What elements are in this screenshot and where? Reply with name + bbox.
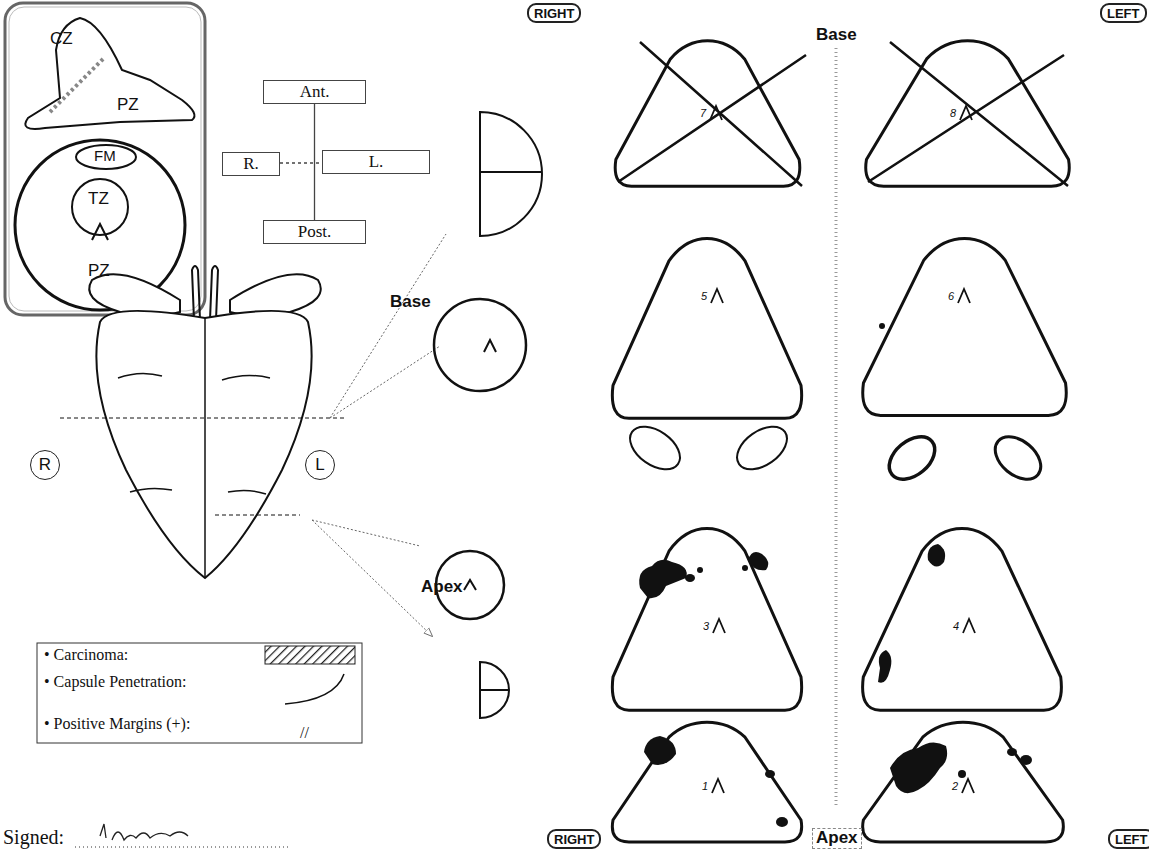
legend-bullet: • (44, 646, 54, 663)
legend-bullet: • (44, 715, 54, 732)
side-label-box: RIGHT (547, 829, 601, 849)
legend-text: Positive Margins (+): (54, 715, 191, 732)
node-text: RIGHT (554, 832, 594, 847)
axis-label: Base (814, 26, 859, 45)
zone-label: CZ (50, 30, 73, 49)
section-number: 6 (948, 290, 954, 302)
orientation-box: R. (222, 152, 280, 176)
node-text: RIGHT (534, 6, 574, 21)
section-number: 4 (953, 620, 959, 632)
legend-bullet: • (44, 673, 54, 690)
section-number: 3 (703, 620, 709, 632)
zone-label: TZ (88, 190, 109, 209)
legend-item: • Capsule Penetration: (44, 673, 186, 691)
legend-text: Capsule Penetration: (54, 673, 187, 690)
section-number: 8 (950, 107, 956, 119)
side-marker-circle: L (305, 450, 335, 480)
zone-label: PZ (88, 262, 110, 281)
side-label-box: LEFT (1108, 829, 1149, 849)
legend-sample: // (300, 724, 309, 742)
legend-item: • Positive Margins (+): (44, 715, 190, 733)
section-number: 2 (952, 780, 958, 792)
node-text: L. (369, 152, 384, 172)
side-label-box: RIGHT (527, 3, 581, 23)
orientation-box: Ant. (263, 80, 366, 104)
node-text: Ant. (300, 82, 330, 102)
node-text: R (39, 455, 51, 475)
node-text: LEFT (1115, 832, 1148, 847)
orientation-box: L. (322, 150, 430, 174)
signed-label: Signed: (3, 826, 64, 848)
orientation-box: Post. (263, 220, 366, 244)
node-text: LEFT (1107, 6, 1140, 21)
view-label: Base (390, 293, 431, 312)
section-number: 5 (701, 290, 707, 302)
view-label: Apex (421, 578, 463, 597)
side-label-box: LEFT (1100, 3, 1147, 23)
axis-label: Apex (812, 828, 862, 849)
zone-label: PZ (117, 96, 139, 115)
node-text: R. (243, 154, 259, 174)
node-text: L (315, 455, 324, 475)
section-number: 1 (702, 780, 708, 792)
orientation-line (280, 163, 322, 164)
side-marker-circle: R (30, 450, 60, 480)
orientation-line (314, 104, 315, 220)
section-number: 7 (700, 107, 706, 119)
legend-item: • Carcinoma: (44, 646, 128, 664)
zone-label: FM (94, 148, 116, 165)
legend-text: Carcinoma: (54, 646, 129, 663)
node-text: Post. (298, 222, 332, 242)
